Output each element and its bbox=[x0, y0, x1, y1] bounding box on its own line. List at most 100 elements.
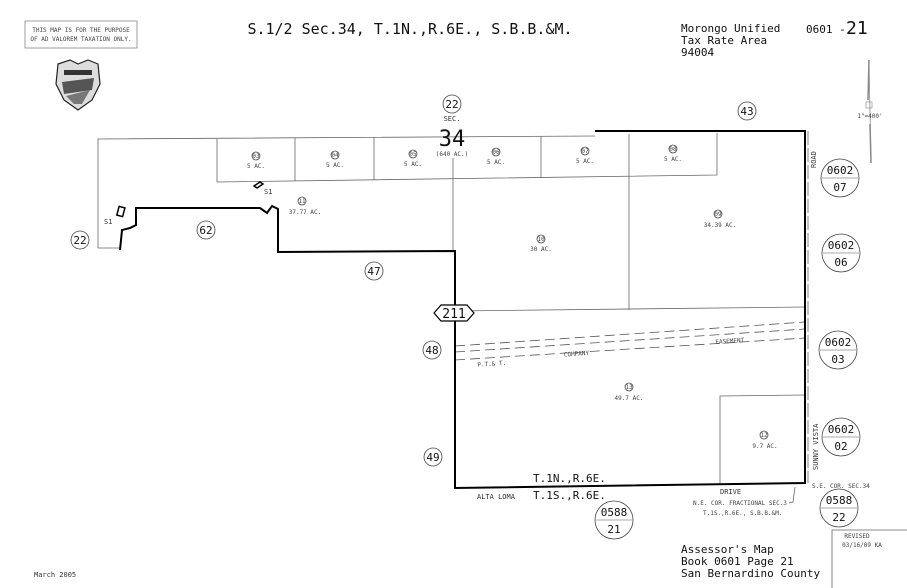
footer-title: Assessor's Map bbox=[681, 543, 774, 556]
parcel-area: 37.77 AC. bbox=[289, 209, 322, 216]
adjacent-book-0602-02[interactable]: 0602 02 bbox=[821, 417, 861, 457]
parcel-number: 04 bbox=[331, 152, 339, 159]
ne-corner-label: N.E. COR. FRACTIONAL SEC.3 bbox=[693, 500, 787, 507]
revised-box: REVISED 03/16/09 KA bbox=[831, 529, 907, 588]
page-number: 21 bbox=[607, 523, 620, 536]
section-number: 34 bbox=[439, 127, 466, 152]
page-number: 07 bbox=[833, 181, 846, 194]
parcel-06[interactable]: 065 AC. bbox=[487, 147, 505, 166]
easement-text: EASEMENT bbox=[715, 337, 745, 346]
parcel-number: 11 bbox=[298, 198, 306, 205]
s1-label: S1 bbox=[264, 188, 272, 196]
book-number: 0602 bbox=[827, 164, 854, 177]
page-number: 22 bbox=[832, 511, 845, 524]
parcel-number: 09 bbox=[714, 211, 722, 218]
map-title: S.1/2 Sec.34, T.1N.,R.6E., S.B.B.&M. bbox=[247, 20, 572, 38]
parcel-number: 05 bbox=[409, 151, 417, 158]
book-number: 0602 bbox=[825, 336, 852, 349]
adjacent-page-47[interactable]: 47 bbox=[364, 261, 384, 281]
township-north-label: T.1N.,R.6E. bbox=[533, 472, 606, 485]
adjacent-book-0602-07[interactable]: 0602 07 bbox=[820, 158, 860, 198]
map-number-page: 21 bbox=[846, 18, 868, 39]
se-corner-label: S.E. COR. SEC.34 bbox=[812, 483, 870, 490]
parcel-10[interactable]: 10 30 AC. bbox=[530, 234, 552, 253]
page-number: 06 bbox=[834, 256, 847, 269]
parcel-lines bbox=[97, 130, 809, 490]
page-number: 48 bbox=[425, 344, 438, 357]
adjacent-page-48[interactable]: 48 bbox=[422, 340, 442, 360]
adjacent-book-0602-03[interactable]: 0602 03 bbox=[818, 330, 858, 370]
parcel-number: 13 bbox=[625, 384, 633, 391]
alta-loma-label: ALTA LOMA bbox=[477, 493, 516, 501]
adjacent-page-22[interactable]: 22 bbox=[70, 230, 90, 250]
parcel-12[interactable]: 12 9.7 AC. bbox=[752, 430, 778, 450]
s1-label: S1 bbox=[104, 218, 112, 226]
book-number: 0588 bbox=[601, 506, 628, 519]
township-south-label: T.1S.,R.6E. bbox=[533, 489, 606, 502]
adjacent-page-62[interactable]: 62 bbox=[196, 220, 216, 240]
adjacent-book-0588-21[interactable]: 0588 21 bbox=[594, 500, 634, 540]
revised-date: 03/16/09 KA bbox=[842, 542, 882, 549]
map-number-prefix: 0601 - bbox=[806, 23, 846, 36]
parcel-13[interactable]: 13 49.7 AC. bbox=[615, 382, 644, 402]
page-number: 03 bbox=[831, 353, 844, 366]
parcel-number: 06 bbox=[492, 149, 500, 156]
adjacent-page-49[interactable]: 49 bbox=[423, 447, 443, 467]
parcel-area: 9.7 AC. bbox=[752, 443, 777, 450]
footer-county: San Bernardino County bbox=[681, 567, 820, 580]
parcel-07[interactable]: 075 AC. bbox=[576, 146, 594, 165]
parcel-11[interactable]: 11 37.77 AC. bbox=[289, 196, 322, 216]
book-number: 0602 bbox=[828, 239, 855, 252]
adjacent-page-43[interactable]: 43 bbox=[737, 101, 757, 121]
disclaimer-text: THIS MAP IS FOR THE PURPOSE bbox=[32, 27, 130, 34]
parcel-04[interactable]: 04 5 AC. bbox=[326, 150, 344, 169]
parcel-number: 12 bbox=[760, 432, 768, 439]
parcel-03[interactable]: 03 5 AC. bbox=[247, 151, 265, 170]
book-number: 0588 bbox=[826, 494, 853, 507]
drive-label: DRIVE bbox=[720, 488, 741, 496]
parcel-area: 34.39 AC. bbox=[704, 222, 737, 229]
parcel-area: 5 AC. bbox=[576, 158, 594, 165]
page-number: 43 bbox=[740, 105, 753, 118]
book-number: 0602 bbox=[828, 423, 855, 436]
page-number: 47 bbox=[367, 265, 380, 278]
page-number: 22 bbox=[445, 98, 458, 111]
easement-text: P.T.& T. bbox=[477, 360, 506, 369]
ne-corner-label: T.1S.,R.6E., S.B.B.&M. bbox=[703, 510, 782, 517]
adjacent-book-0588-22[interactable]: 0588 22 bbox=[819, 488, 859, 528]
page-number: 02 bbox=[834, 440, 847, 453]
parcel-area: 5 AC. bbox=[326, 162, 344, 169]
map-date: March 2005 bbox=[34, 571, 76, 579]
parcel-number: 08 bbox=[669, 146, 677, 153]
parcel-area: 5 AC. bbox=[247, 163, 265, 170]
road-label: ROAD bbox=[810, 151, 818, 168]
disclaimer-box: THIS MAP IS FOR THE PURPOSE OF AD VALORE… bbox=[24, 20, 138, 49]
parcel-area: 5 AC. bbox=[404, 161, 422, 168]
highway-211-shield: 211 bbox=[433, 304, 475, 322]
easement-text: COMPANY bbox=[564, 350, 590, 359]
school-district: Morongo Unified bbox=[681, 22, 780, 35]
highway-number: 211 bbox=[442, 307, 465, 322]
adjacent-book-0602-06[interactable]: 0602 06 bbox=[821, 233, 861, 273]
disclaimer-text: OF AD VALOREM TAXATION ONLY. bbox=[30, 36, 131, 43]
parcel-05[interactable]: 05 5 AC. bbox=[404, 149, 422, 168]
parcel-08[interactable]: 085 AC. bbox=[664, 144, 682, 163]
footer-book-page: Book 0601 Page 21 bbox=[681, 555, 794, 568]
sunny-vista-label: SUNNY VISTA bbox=[812, 423, 820, 470]
parcel-number: 03 bbox=[252, 153, 260, 160]
map-scale: 1"=400' bbox=[857, 113, 882, 120]
page-number: 22 bbox=[73, 234, 86, 247]
tax-rate-area-label: Tax Rate Area bbox=[681, 34, 767, 47]
tax-rate-area-number: 94004 bbox=[681, 46, 714, 59]
parcel-09[interactable]: 09 34.39 AC. bbox=[704, 209, 737, 229]
page-number: 62 bbox=[199, 224, 212, 237]
north-arrow-icon bbox=[865, 59, 873, 164]
parcel-number: 10 bbox=[537, 236, 545, 243]
parcel-area: 30 AC. bbox=[530, 246, 552, 253]
adjacent-page-22-north[interactable]: 22 bbox=[442, 94, 462, 114]
parcel-area: 49.7 AC. bbox=[615, 395, 644, 402]
revised-label: REVISED bbox=[844, 533, 870, 540]
easement-label: P.T.& T. COMPANY EASEMENT bbox=[477, 337, 745, 369]
county-seal-icon bbox=[55, 59, 101, 111]
